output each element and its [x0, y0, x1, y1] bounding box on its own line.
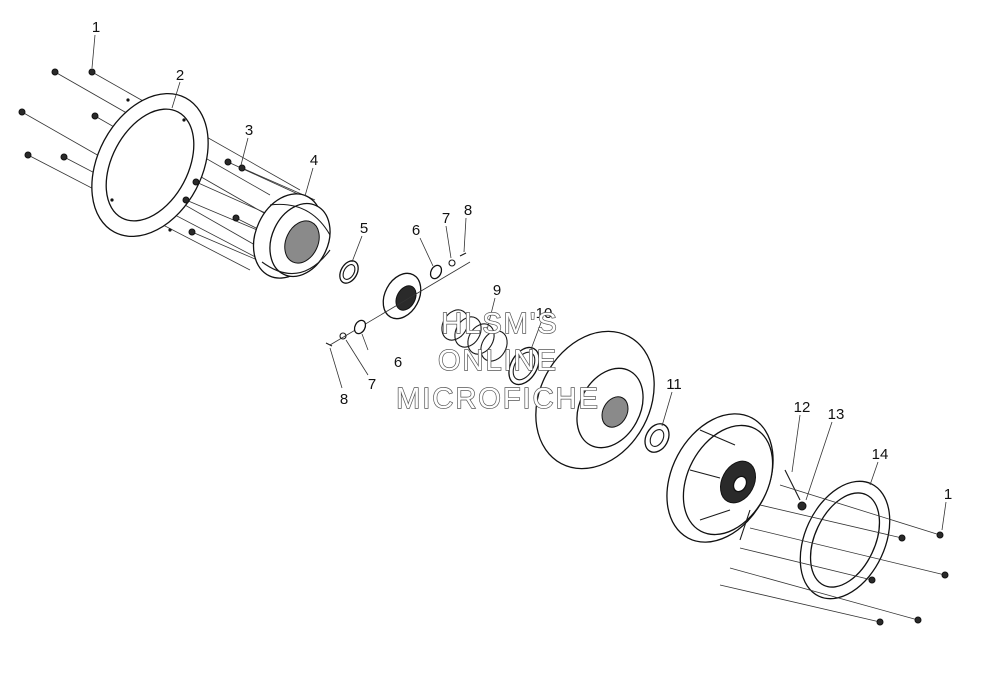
screw-group: [182, 158, 316, 263]
moveable-sheave: [535, 330, 655, 470]
washer: [644, 423, 670, 453]
watermark: HLSM'S ONLINE MICROFICHE: [395, 307, 600, 415]
callout-14: 14: [872, 446, 889, 463]
callout-labels: 1 2 3 4 5 6 7 8 9 10 6 7 8 11 12 13 14 1: [92, 19, 952, 503]
seal-ring: [339, 260, 359, 284]
callout-11: 11: [666, 376, 682, 393]
callout-2: 2: [176, 67, 184, 84]
callout-8-lower: 8: [340, 391, 348, 408]
callout-10: 10: [536, 305, 553, 322]
spring: [441, 309, 508, 362]
right-bolt-group: [719, 484, 949, 626]
center-bearing: [329, 261, 471, 346]
callout-1-left: 1: [92, 19, 100, 36]
watermark-line-1: HLSM'S: [441, 308, 558, 340]
left-gasket-ring: [91, 92, 209, 238]
callout-8-upper: 8: [464, 202, 472, 219]
watermark-line-3: MICROFICHE: [396, 383, 600, 415]
callout-7-lower: 7: [368, 376, 376, 393]
right-gasket-ring: [799, 480, 891, 600]
pin-and-nut: [784, 469, 807, 511]
callout-5: 5: [360, 220, 368, 237]
callout-12: 12: [794, 399, 811, 416]
watermark-line-2: ONLINE: [438, 345, 558, 377]
callout-4: 4: [310, 152, 318, 169]
callout-3: 3: [245, 122, 253, 139]
callout-6-upper: 6: [412, 222, 420, 239]
callout-6-lower: 6: [394, 354, 402, 371]
callout-9: 9: [493, 282, 501, 299]
callout-7-upper: 7: [442, 210, 450, 227]
callout-1-right: 1: [944, 486, 952, 503]
o-ring: [508, 346, 540, 386]
callout-13: 13: [828, 406, 845, 423]
spider-assembly: [666, 413, 774, 543]
upper-bushing-set: [429, 252, 467, 280]
leader-lines: [91, 34, 947, 531]
clutch-housing: [252, 193, 331, 279]
lower-bushing-set: [325, 319, 367, 347]
